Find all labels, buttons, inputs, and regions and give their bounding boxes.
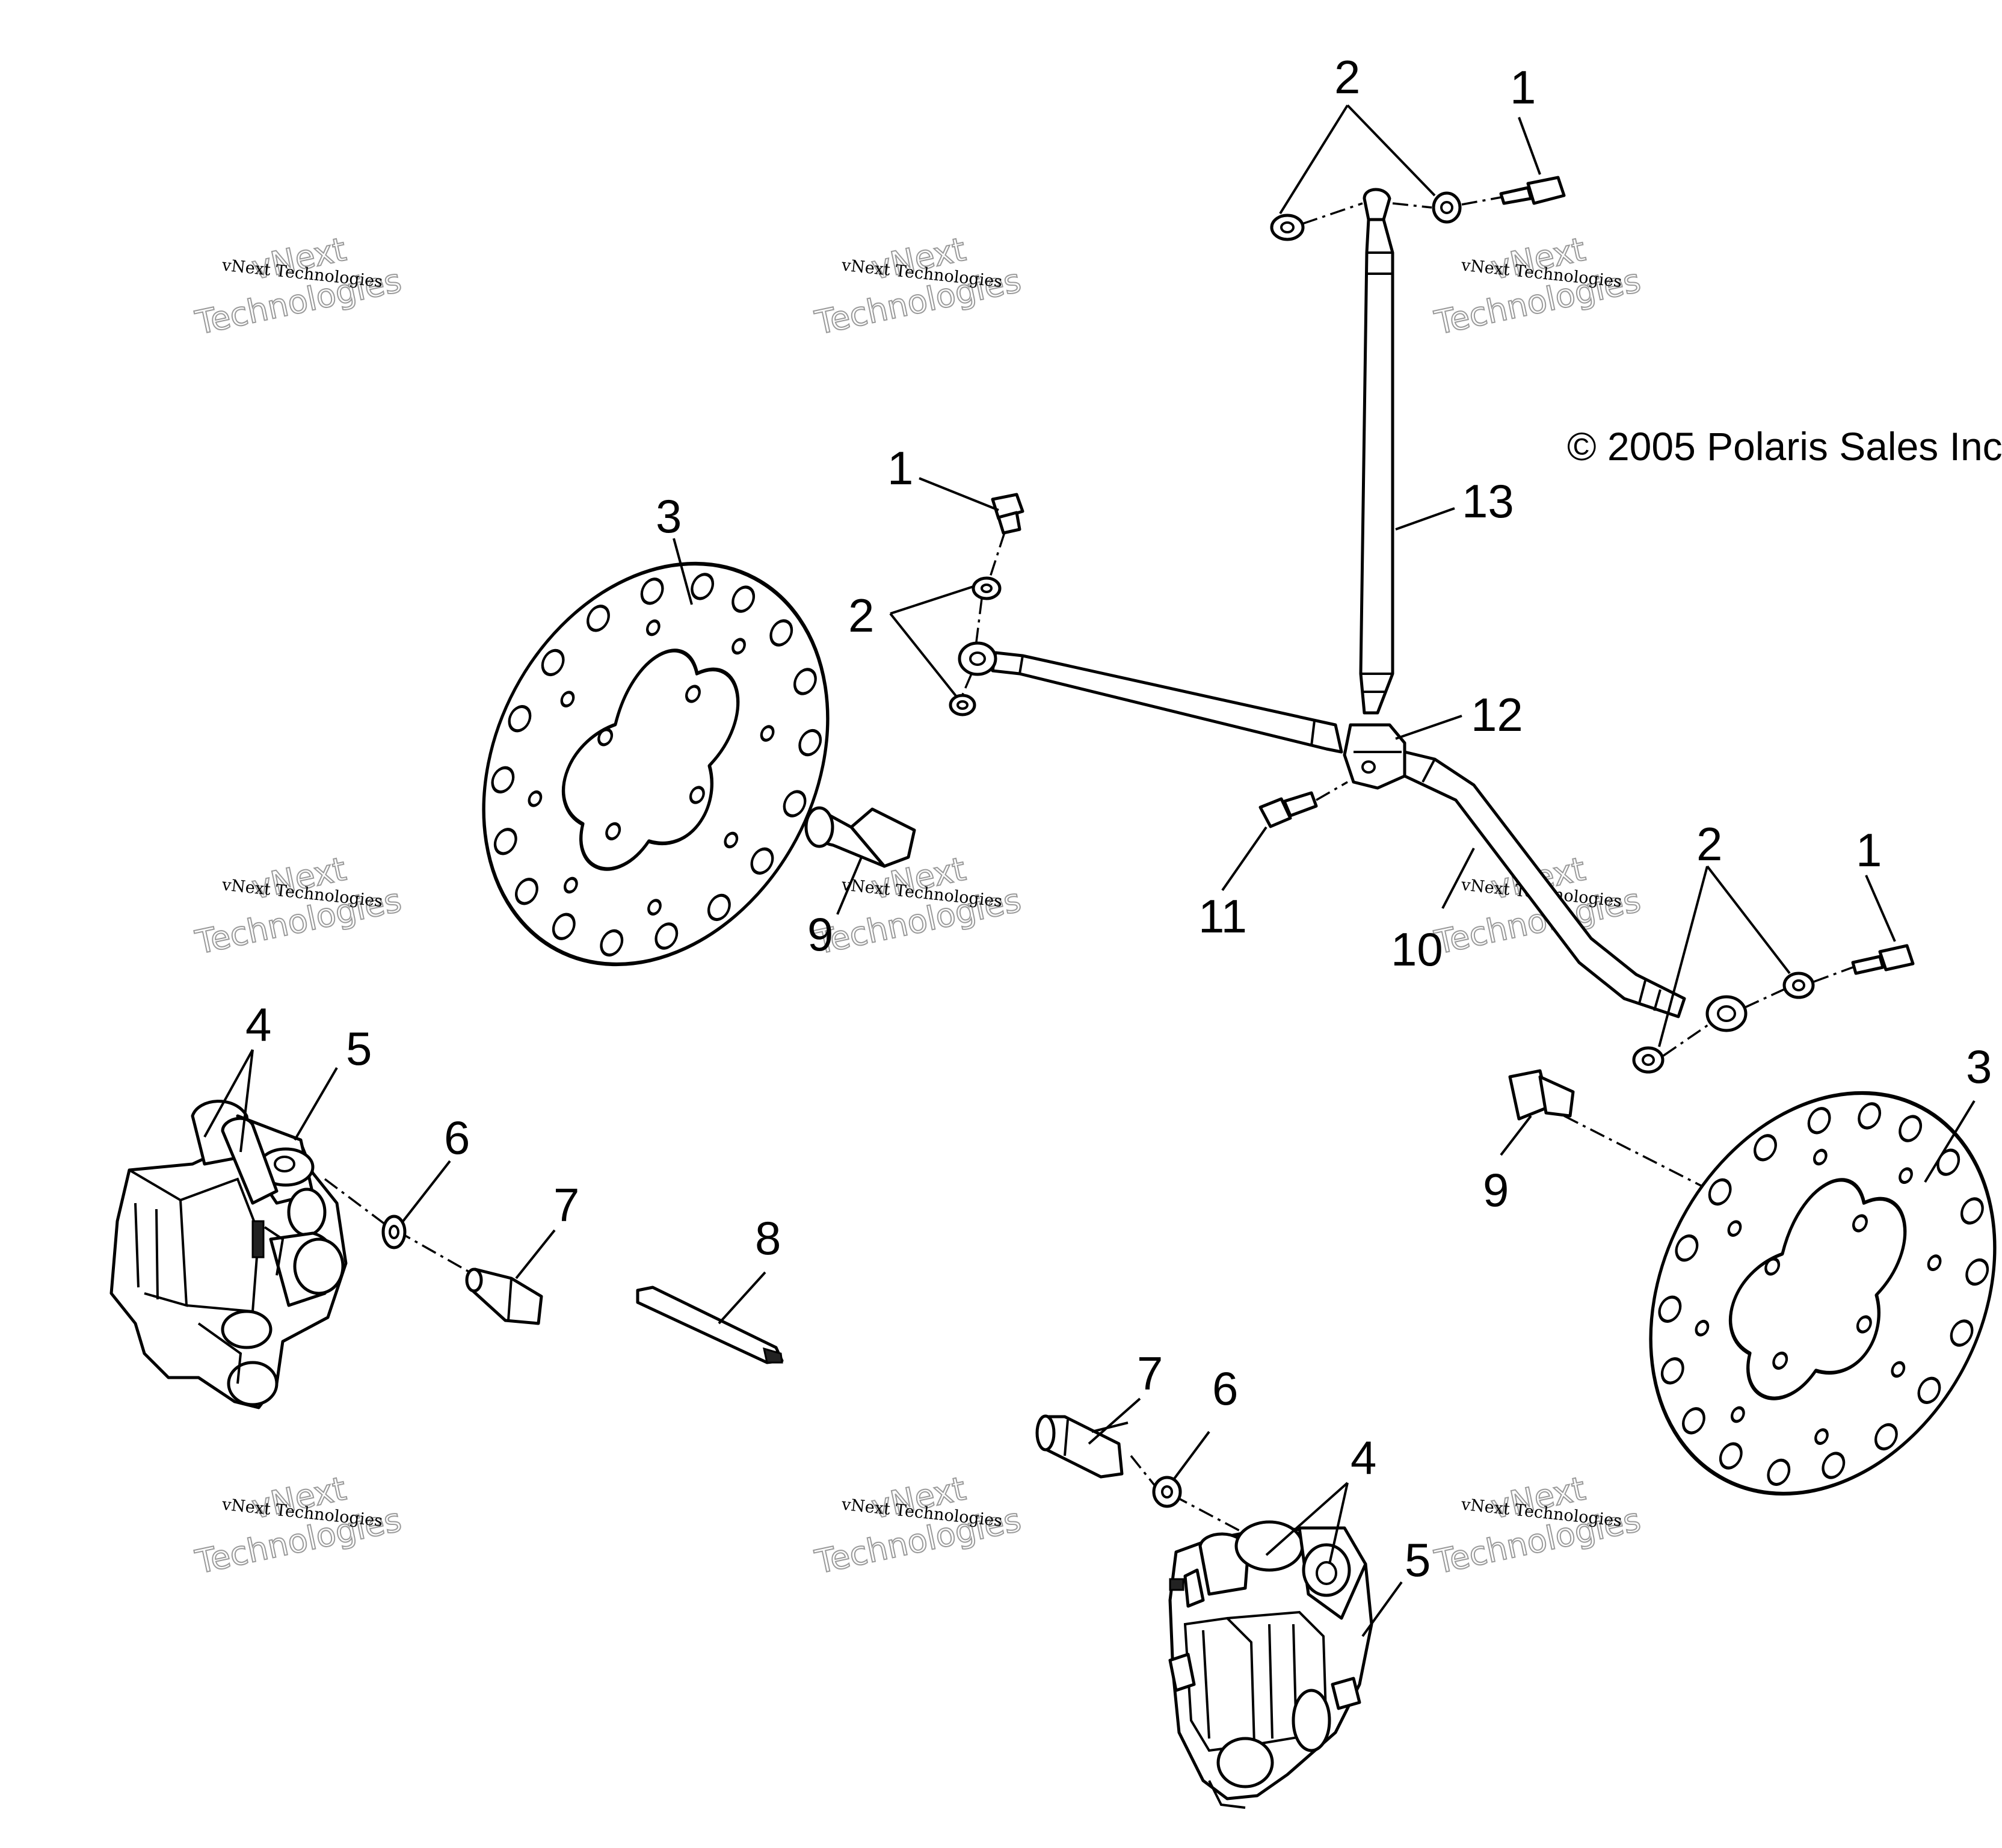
- brake-caliper-bottom: [1168, 1520, 1373, 1809]
- callout-1-top: 1: [1510, 61, 1536, 114]
- callout-10: 10: [1391, 923, 1443, 976]
- brake-hose-13: [1359, 218, 1394, 715]
- callout-9-right: 9: [1483, 1163, 1509, 1216]
- callout-8: 8: [755, 1212, 781, 1264]
- washer-right-upper: [1782, 972, 1815, 999]
- watermark: vNext Technologies vNext Technologies: [191, 230, 405, 343]
- brake-rotor-right: [1649, 1091, 1997, 1496]
- callout-5-left: 5: [346, 1022, 372, 1075]
- brake-hose-left: [991, 651, 1343, 754]
- watermark: vNext Technologies vNext Technologies: [811, 230, 1024, 343]
- watermark: vNext Technologies vNext Technologies: [191, 1469, 405, 1582]
- callout-labels: 2 1 1 2 3 13 12 11 10 2 1 9 3 9 4 5 6 7 …: [245, 51, 1992, 1586]
- callout-11: 11: [1198, 890, 1247, 943]
- caliper-pin-bottom: [1035, 1414, 1124, 1479]
- watermark: vNext Technologies vNext Technologies: [1431, 230, 1644, 343]
- rotor-bolt-left: [804, 806, 916, 868]
- callout-3-left: 3: [656, 490, 682, 543]
- brake-lines: [958, 188, 1748, 1032]
- caliper-washer-left: [381, 1215, 407, 1249]
- callout-12: 12: [1471, 688, 1523, 741]
- caliper-washer-bottom: [1152, 1476, 1182, 1508]
- callout-1-left: 1: [887, 442, 913, 494]
- callout-3-right: 3: [1966, 1040, 1992, 1093]
- washer-left-upper: [972, 576, 1002, 600]
- watermark: vNext Technologies vNext Technologies: [191, 849, 405, 962]
- callout-6-bottom: 6: [1212, 1362, 1238, 1415]
- washer-top-left: [1270, 214, 1305, 241]
- copyright-notice: © 2005 Polaris Sales Inc: [1567, 424, 2002, 469]
- callout-2-right: 2: [1696, 818, 1722, 870]
- watermark: vNext Technologies vNext Technologies: [811, 1469, 1024, 1582]
- banjo-bolt-right: [1851, 944, 1915, 975]
- banjo-bolt-left: [991, 493, 1024, 535]
- washers-and-bolts: [949, 176, 1915, 1074]
- rotor-bolt-right: [1508, 1069, 1575, 1121]
- callout-2-top: 2: [1334, 51, 1360, 103]
- caliper-pin-left: [465, 1267, 543, 1325]
- callout-4-bottom: 4: [1351, 1431, 1376, 1484]
- callout-13: 13: [1462, 475, 1514, 528]
- watermark: vNext Technologies vNext Technologies: [1431, 1469, 1644, 1582]
- callout-7-left: 7: [553, 1178, 579, 1231]
- callout-5-bottom: 5: [1405, 1533, 1431, 1586]
- brake-caliper-left: [109, 1100, 348, 1409]
- leader-lines: [203, 104, 1976, 1637]
- tee-mounting-bolt: [1258, 791, 1318, 828]
- brake-hose-10: [1403, 750, 1686, 1018]
- top-banjo-fitting: [1363, 188, 1391, 221]
- brake-tee-junction: [1343, 723, 1406, 790]
- callout-6-left: 6: [444, 1111, 470, 1164]
- callout-2-left: 2: [848, 589, 874, 642]
- banjo-bolt-top: [1499, 176, 1566, 205]
- brake-rotor-left: [482, 561, 830, 967]
- watermark: vNext Technologies vNext Technologies: [811, 849, 1024, 962]
- callout-9-left: 9: [807, 908, 833, 961]
- callout-4-left: 4: [245, 998, 271, 1051]
- watermarks: vNext Technologies vNext Technologies vN…: [191, 230, 1644, 1582]
- brake-pad-clip: [636, 1286, 784, 1364]
- callout-1-right: 1: [1856, 824, 1882, 876]
- washer-right-lower: [1632, 1046, 1665, 1074]
- washer-left-lower: [949, 694, 976, 716]
- callout-7-bottom: 7: [1137, 1347, 1163, 1400]
- washer-top-right: [1432, 191, 1462, 224]
